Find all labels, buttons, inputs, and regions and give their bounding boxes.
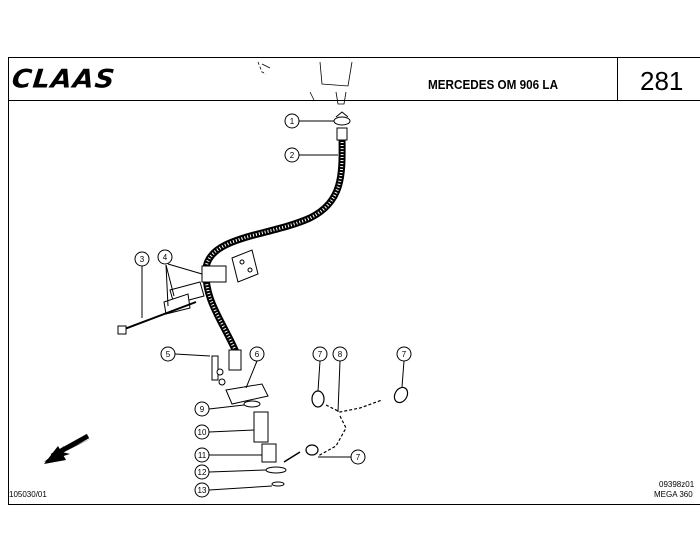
svg-text:2: 2: [290, 151, 295, 160]
engine-title: MERCEDES OM 906 LA: [428, 77, 559, 92]
svg-text:8: 8: [338, 350, 343, 359]
callout-7-right: 7: [396, 346, 412, 388]
callout-7-left: 7: [312, 346, 328, 392]
drawing-reference: 09398z01: [659, 480, 695, 489]
callout-5: 5: [160, 346, 211, 362]
header-divider: [617, 57, 618, 100]
svg-text:9: 9: [200, 405, 205, 414]
svg-text:11: 11: [198, 451, 207, 460]
callout-2: 2: [284, 147, 338, 163]
callout-12: 12: [194, 464, 267, 480]
svg-text:12: 12: [198, 468, 207, 477]
mounting-bracket: [117, 249, 259, 335]
callout-4: 4: [157, 249, 203, 307]
svg-text:7: 7: [356, 453, 361, 462]
svg-text:10: 10: [198, 428, 207, 437]
svg-text:5: 5: [166, 350, 171, 359]
callout-6: 6: [245, 346, 265, 389]
document-number: 105030/01: [9, 490, 47, 499]
svg-text:3: 3: [140, 255, 145, 264]
machine-model: MEGA 360: [654, 490, 693, 499]
banjo-fitting: [333, 111, 351, 126]
callout-9: 9: [194, 401, 245, 417]
callout-7-bottom: 7: [318, 449, 366, 465]
oil-hose: [202, 127, 348, 371]
callout-10: 10: [194, 424, 255, 440]
callout-8: 8: [332, 346, 348, 413]
svg-text:6: 6: [255, 350, 260, 359]
drawing-frame: [8, 57, 700, 505]
fitting-assembly: [211, 355, 287, 487]
svg-text:1: 1: [290, 117, 295, 126]
direction-arrow-icon: [44, 433, 92, 464]
seal-rings: [283, 386, 409, 463]
callout-3: 3: [134, 251, 150, 318]
callout-11: 11: [194, 447, 262, 463]
header-rule: [8, 100, 700, 101]
svg-text:7: 7: [318, 350, 323, 359]
callout-markers: 1 2 3 4 5 6: [134, 113, 412, 498]
svg-text:4: 4: [163, 253, 168, 262]
callout-1: 1: [284, 113, 334, 129]
svg-text:7: 7: [402, 350, 407, 359]
svg-text:13: 13: [198, 486, 207, 495]
callout-13: 13: [194, 482, 273, 498]
engine-block-outline: [257, 61, 353, 105]
page-number: 281: [640, 66, 684, 96]
